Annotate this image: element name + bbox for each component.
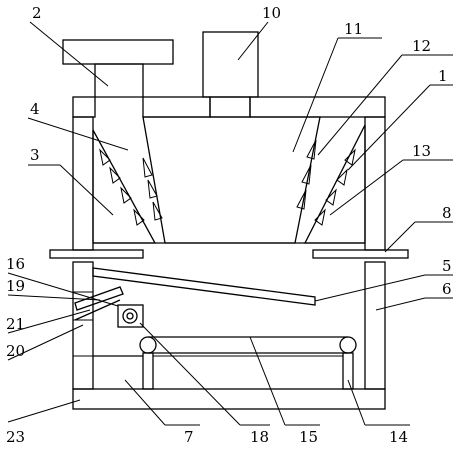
label-7: 7: [184, 428, 194, 446]
crushing-cone: [142, 116, 321, 244]
label-1: 1: [438, 67, 448, 85]
label-21: 21: [6, 315, 25, 333]
label-4: 4: [30, 100, 40, 118]
label-3: 3: [30, 146, 40, 164]
label-6: 6: [442, 280, 452, 298]
conveyor: [139, 336, 357, 390]
label-12: 12: [412, 37, 431, 55]
housing: [72, 96, 386, 410]
label-13: 13: [412, 142, 431, 160]
label-15: 15: [299, 428, 318, 446]
vibrator-assembly: [74, 286, 144, 328]
label-18: 18: [250, 428, 269, 446]
label-8: 8: [442, 204, 452, 222]
leader-lines: [7, 21, 453, 426]
label-23: 23: [6, 428, 25, 446]
label-2: 2: [32, 4, 42, 22]
label-19: 19: [6, 277, 25, 295]
label-11: 11: [344, 20, 363, 38]
feed-funnel: [62, 39, 174, 98]
inclined-screen: [92, 267, 316, 306]
part-labels: 2 10 11 12 1 4 3 13 8 5 6 16 19 21 20 23…: [6, 4, 452, 446]
label-10: 10: [262, 4, 281, 22]
right-crushing-plate: [296, 124, 366, 244]
label-20: 20: [6, 342, 25, 360]
mounting-flanges: [49, 249, 409, 259]
label-14: 14: [389, 428, 408, 446]
label-5: 5: [442, 257, 452, 275]
label-16: 16: [6, 255, 25, 273]
left-crushing-plate: [92, 129, 163, 244]
